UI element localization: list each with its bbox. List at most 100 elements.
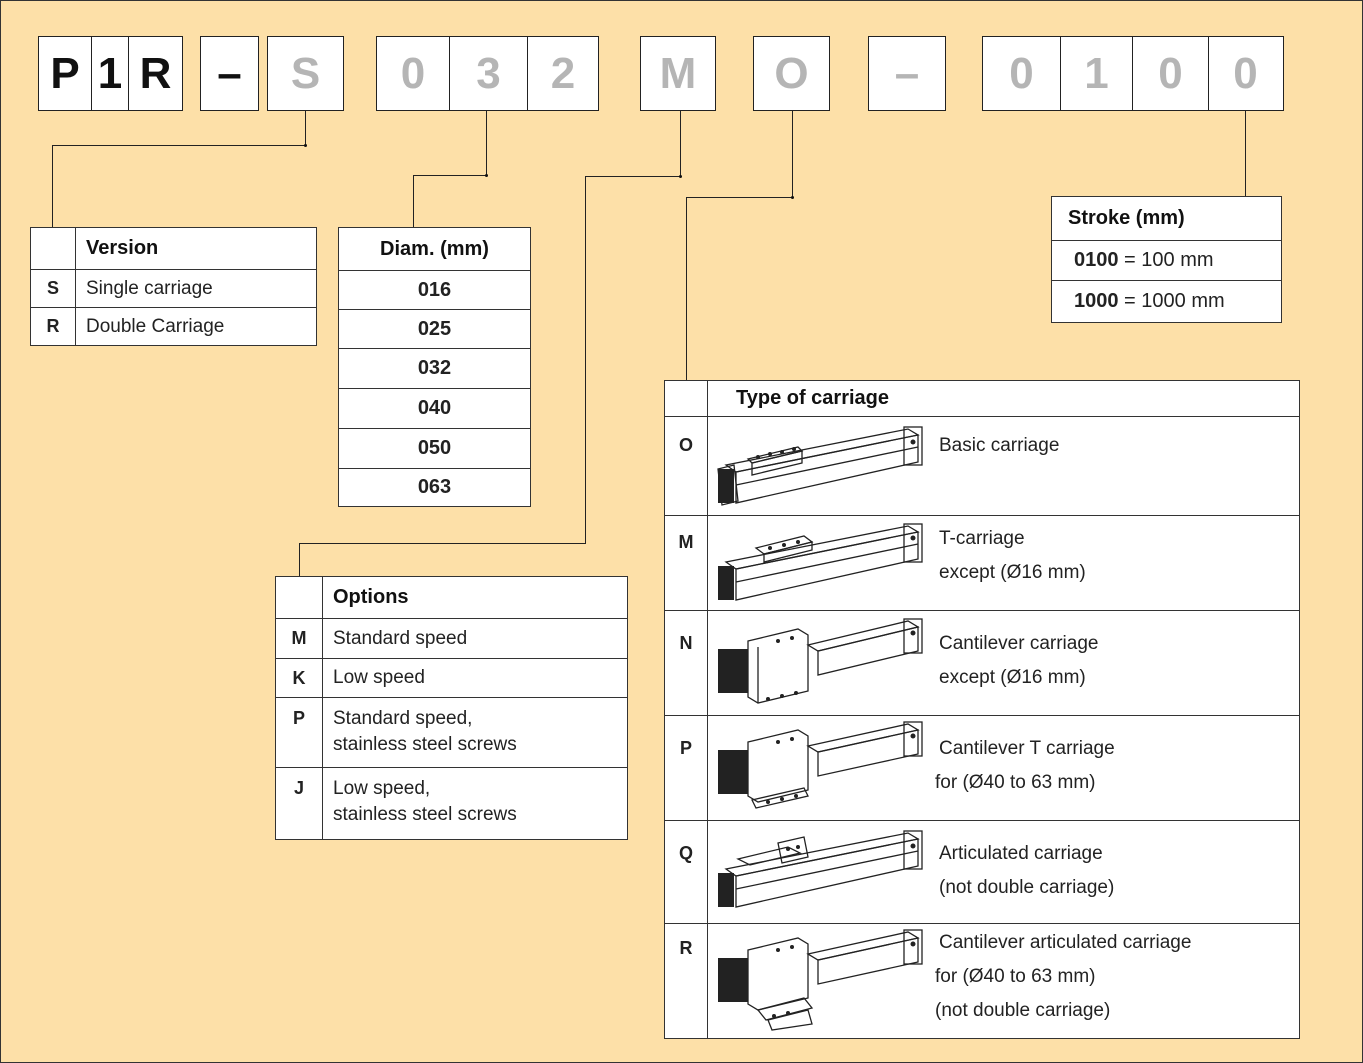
carriage-label-line2: except (Ø16 mm) (939, 562, 1086, 583)
carriage-code: M (664, 515, 708, 611)
carriage-illustration-cantilever-articulated (707, 923, 933, 1039)
version-code: S (30, 269, 76, 308)
option-label-line2: stainless steel screws (333, 734, 517, 755)
option-label: Standard speed, (333, 708, 473, 729)
carriage-label-line2: for (Ø40 to 63 mm) (935, 966, 1096, 987)
carriage-code: P (664, 715, 708, 821)
cantilever-t-carriage-icon (718, 721, 923, 809)
code-dash-box: – (868, 36, 946, 111)
code-char: P (50, 48, 80, 98)
stroke-value: = 100 mm (1118, 249, 1214, 271)
table-row: P Standard speed, stainless steel screws (275, 697, 628, 768)
code-char: – (217, 48, 242, 98)
code-char: M (659, 48, 697, 98)
stroke-table: Stroke (mm) 0100 = 100 mm 1000 = 1000 mm (1051, 196, 1282, 323)
options-table: Options M Standard speed K Low speed P S… (275, 576, 628, 840)
table-row: M T-carriage except (Ø1 (664, 515, 1300, 611)
diameter-table: Diam. (mm) 016 025 032 040 050 063 (338, 227, 531, 507)
option-code: M (275, 618, 323, 659)
option-code: P (275, 697, 323, 768)
table-row: S Single carriage (30, 269, 317, 308)
table-row: K Low speed (275, 658, 628, 698)
carriage-illustration-cantilever-t (707, 715, 933, 821)
t-carriage-icon (718, 523, 923, 601)
code-char: 3 (449, 37, 527, 110)
options-header: Options (322, 576, 628, 619)
carriage-illustration-t (707, 515, 933, 611)
code-version-box: S (267, 36, 344, 111)
stroke-header: Stroke (mm) (1051, 196, 1282, 241)
version-code: R (30, 307, 76, 346)
option-code: J (275, 767, 323, 840)
option-label: Standard speed (322, 618, 628, 659)
diameter-value: 025 (338, 309, 531, 349)
diameter-header: Diam. (mm) (338, 227, 531, 271)
table-row: 050 (338, 428, 531, 469)
stroke-code: 0100 (1074, 249, 1119, 271)
cantilever-articulated-carriage-icon (718, 929, 923, 1031)
carriage-code: N (664, 610, 708, 716)
carriage-illustration-basic (707, 416, 933, 516)
option-label-line2: stainless steel screws (333, 804, 517, 825)
code-char: 0 (400, 48, 426, 98)
carriage-illustration-articulated (707, 820, 933, 924)
carriage-label: Basic carriage (939, 435, 1060, 456)
code-option-box: M (640, 36, 716, 111)
table-row: 016 (338, 270, 531, 310)
code-diameter-box: 0 3 2 (376, 36, 599, 111)
diameter-value: 016 (338, 270, 531, 310)
carriage-header: Type of carriage (707, 380, 1300, 417)
code-char: R (128, 37, 182, 110)
table-row: 063 (338, 468, 531, 507)
carriage-table: Type of carriage O (664, 380, 1300, 1039)
carriage-label: Articulated carriage (939, 843, 1103, 864)
table-row: P Cantilever T carriage for (Ø40 t (664, 715, 1300, 821)
option-label: Low speed, (333, 778, 431, 799)
code-char: 0 (1009, 48, 1034, 98)
code-stroke-box: 0 1 0 0 (982, 36, 1284, 111)
code-dash-box: – (200, 36, 259, 111)
table-row: M Standard speed (275, 618, 628, 659)
code-char: S (290, 48, 321, 98)
table-row: 0100 = 100 mm (1051, 240, 1282, 281)
carriage-code: Q (664, 820, 708, 924)
options-code-header (275, 576, 323, 619)
carriage-label: Cantilever T carriage (939, 738, 1115, 759)
code-char: 0 (1132, 37, 1208, 110)
table-row: R Cantilever articulated carr (664, 923, 1300, 1039)
diameter-value: 040 (338, 388, 531, 429)
carriage-label-line3: (not double carriage) (935, 1000, 1111, 1021)
table-row: 1000 = 1000 mm (1051, 280, 1282, 323)
carriage-code: R (664, 923, 708, 1039)
diameter-value: 063 (338, 468, 531, 507)
basic-carriage-icon (717, 426, 923, 506)
stroke-code: 1000 (1074, 290, 1119, 312)
code-char: 1 (91, 37, 128, 110)
carriage-label: T-carriage (939, 528, 1025, 549)
carriage-code: O (664, 416, 708, 516)
carriage-label-line2: except (Ø16 mm) (939, 667, 1086, 688)
version-code-header (30, 227, 76, 270)
carriage-label: Cantilever articulated carriage (939, 932, 1192, 953)
table-row: 032 (338, 348, 531, 389)
table-row: O Basic carriage (664, 416, 1300, 516)
option-code: K (275, 658, 323, 698)
table-row: J Low speed, stainless steel screws (275, 767, 628, 840)
carriage-label: Cantilever carriage (939, 633, 1099, 654)
diameter-value: 032 (338, 348, 531, 389)
carriage-label-line2: (not double carriage) (939, 877, 1115, 898)
diameter-value: 050 (338, 428, 531, 469)
code-char: 0 (1208, 37, 1282, 110)
table-row: N Cantilever carriage except (Ø16 m (664, 610, 1300, 716)
code-char: – (894, 48, 920, 98)
carriage-illustration-cantilever (707, 610, 933, 716)
carriage-code-header (664, 380, 708, 417)
table-row: 040 (338, 388, 531, 429)
stroke-value: = 1000 mm (1118, 290, 1225, 312)
code-char: 2 (527, 37, 598, 110)
code-char: O (774, 48, 809, 98)
version-label: Single carriage (75, 269, 317, 308)
table-row: 025 (338, 309, 531, 349)
table-row: R Double Carriage (30, 307, 317, 346)
